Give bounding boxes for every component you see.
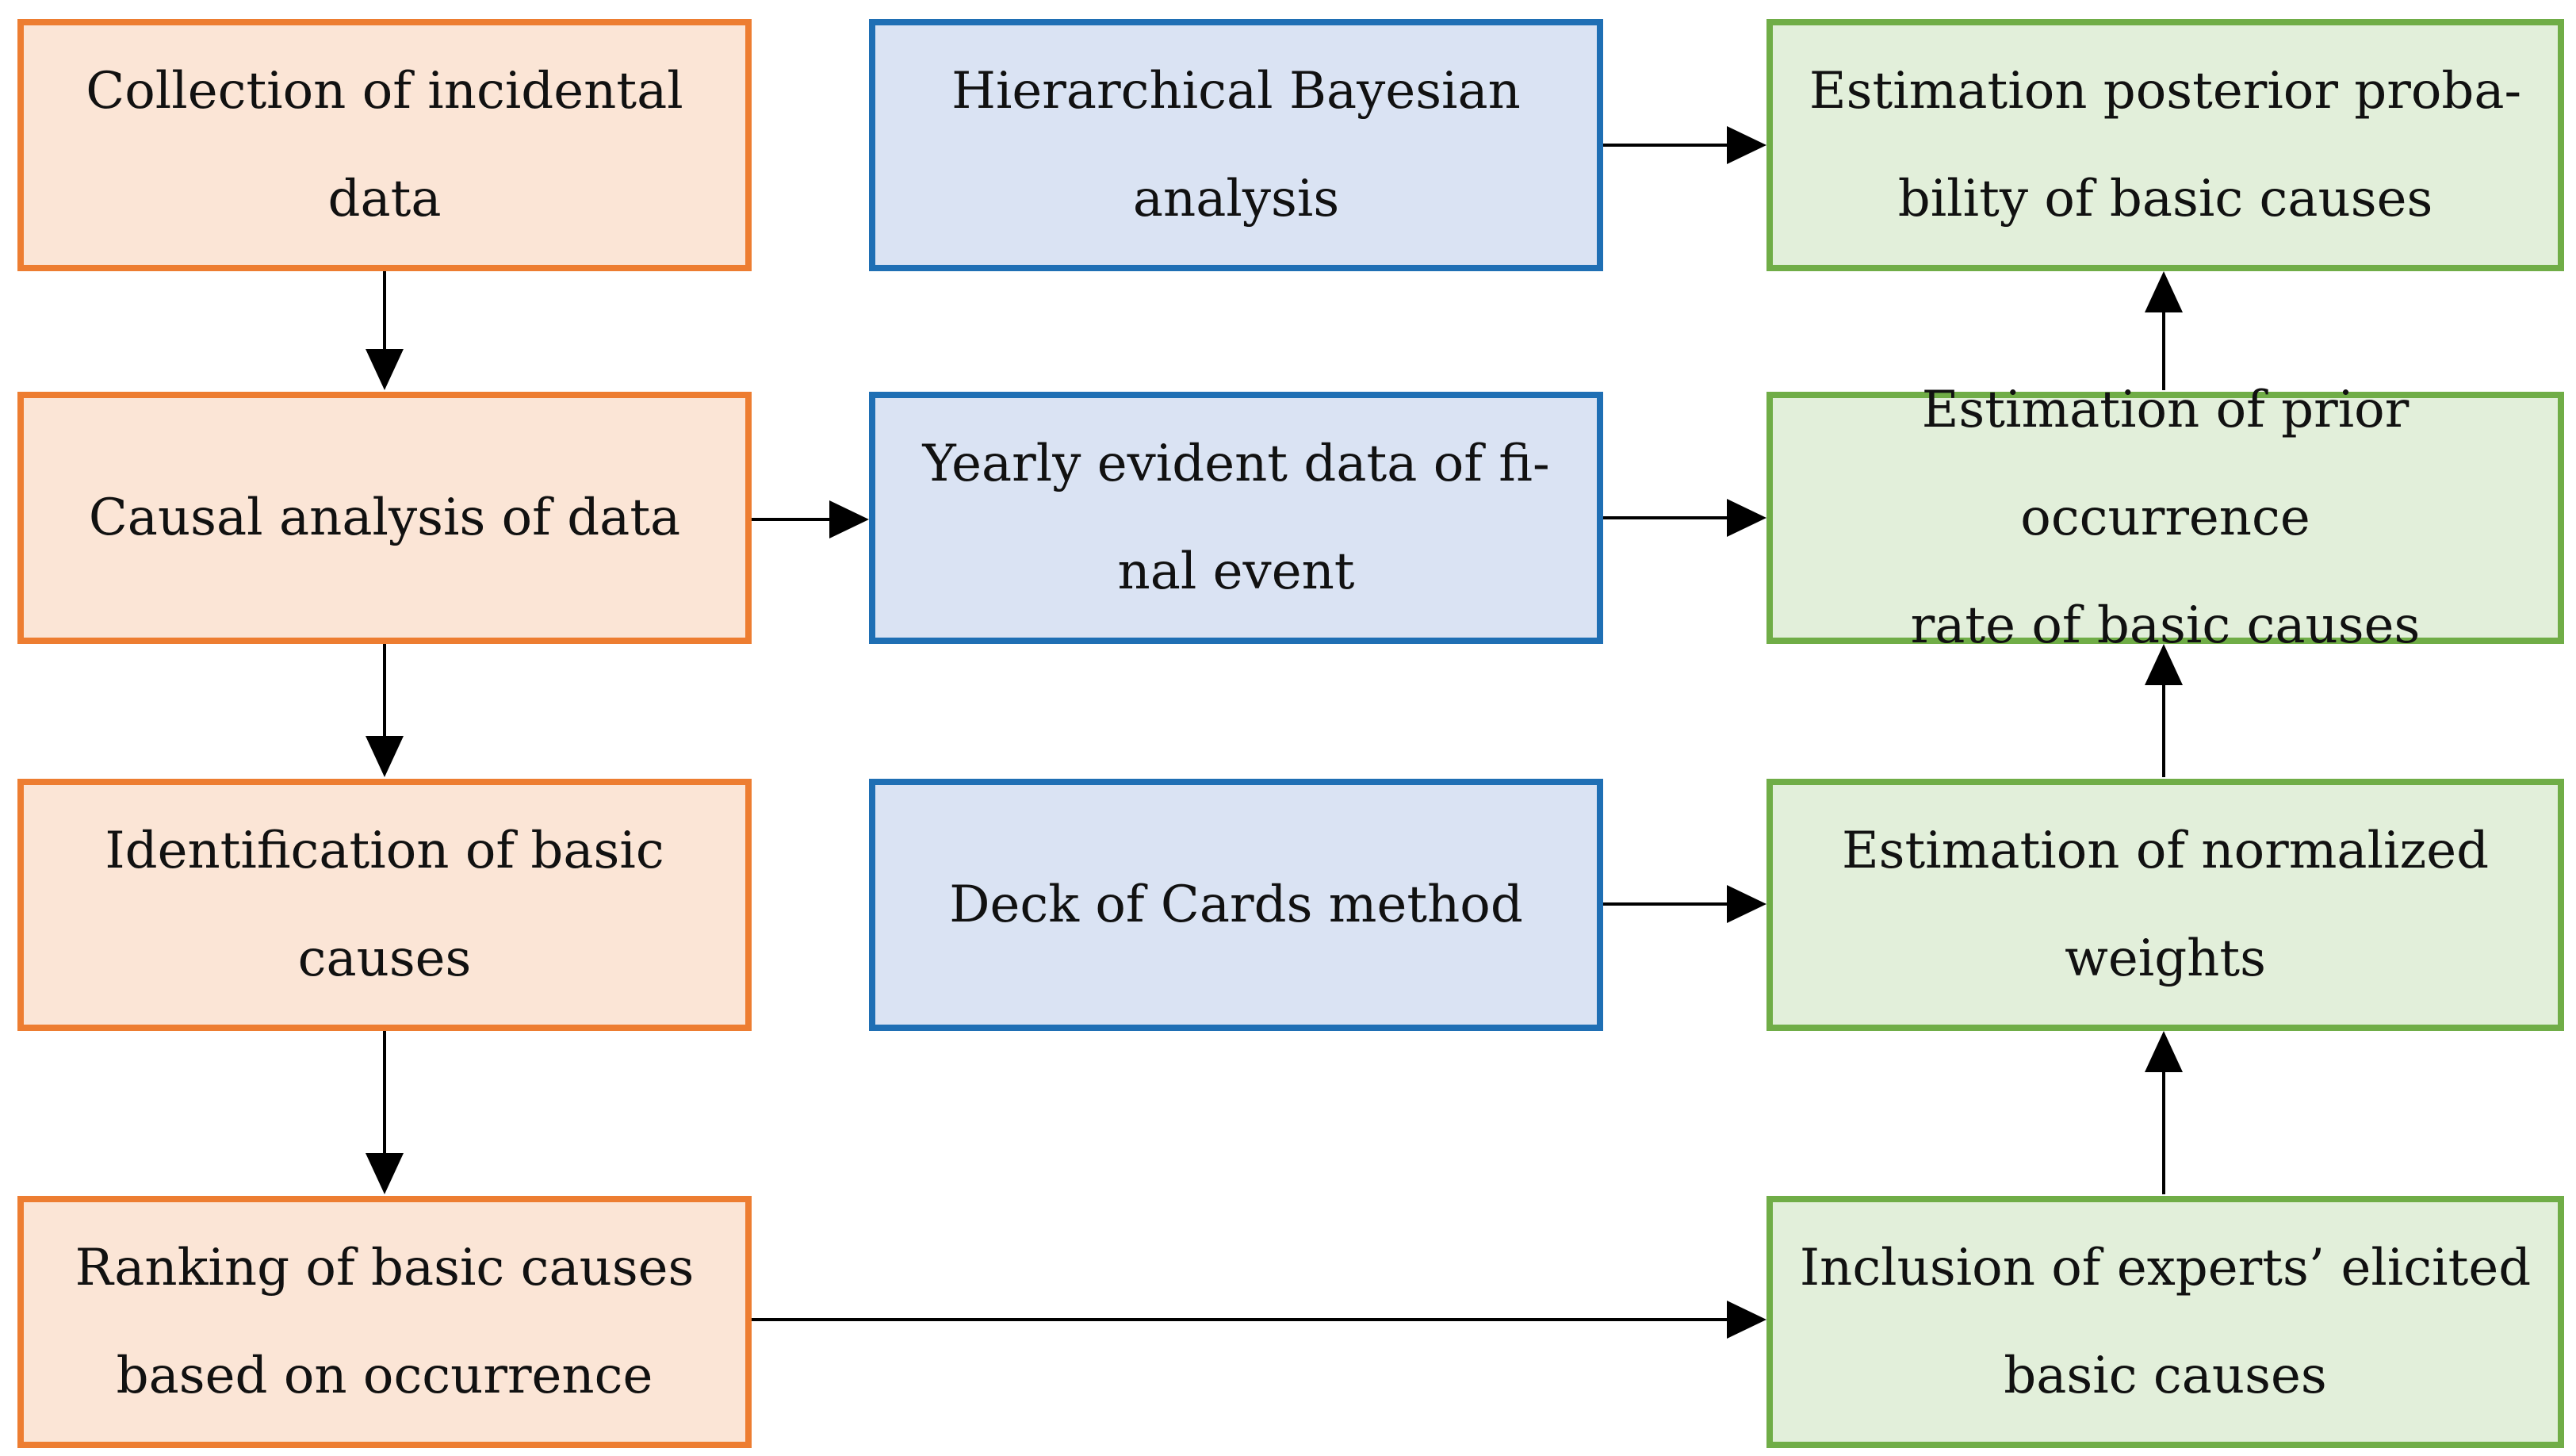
box-estimation-normalized-weights: Estimation of normalized weights <box>1766 779 2564 1031</box>
box-label: Identification of basic causes <box>105 822 664 988</box>
arrowhead-collection-to-causal <box>366 349 404 390</box>
arrowhead-causal-to-identification <box>366 736 404 777</box>
arrowhead-prior-to-posterior <box>2145 271 2183 312</box>
box-deck-of-cards-method: Deck of Cards method <box>869 779 1603 1031</box>
box-inclusion-experts-elicited-causes: Inclusion of experts’ elicited basic cau… <box>1766 1196 2564 1448</box>
box-identification-of-basic-causes: Identification of basic causes <box>17 779 752 1031</box>
arrowhead-ranking-to-inclusion <box>1727 1301 1766 1339</box>
box-estimation-posterior-probability: Estimation posterior proba- bility of ba… <box>1766 19 2564 271</box>
box-estimation-prior-occurrence-rate: Estimation of prior occurrence rate of b… <box>1766 381 2564 655</box>
box-label: Collection of incidental data <box>86 62 683 228</box>
box-label: Ranking of basic causes based on occurre… <box>75 1239 695 1405</box>
box-label: Estimation posterior proba- bility of ba… <box>1809 62 2522 228</box>
box-label: Estimation of normalized weights <box>1841 822 2490 988</box>
arrowhead-hierarchical-to-posterior <box>1727 126 1766 164</box>
box-label: Causal analysis of data <box>88 489 681 547</box>
arrowhead-yearly-to-prior <box>1727 499 1766 537</box>
box-label: Inclusion of experts’ elicited basic cau… <box>1799 1239 2532 1405</box>
box-causal-analysis-of-data: Causal analysis of data <box>17 392 752 644</box>
box-label: Deck of Cards method <box>949 876 1523 934</box>
arrowhead-causal-to-yearly <box>829 500 869 538</box>
arrowhead-deck-to-weights <box>1727 885 1766 923</box>
box-label: Yearly evident data of fi- nal event <box>922 435 1550 601</box>
box-ranking-of-basic-causes: Ranking of basic causes based on occurre… <box>17 1196 752 1448</box>
box-yearly-evident-data: Yearly evident data of fi- nal event <box>869 392 1603 644</box>
arrowhead-identification-to-ranking <box>366 1153 404 1194</box>
box-label: Estimation of prior occurrence rate of b… <box>1910 381 2421 655</box>
box-hierarchical-bayesian-analysis: Hierarchical Bayesian analysis <box>869 19 1603 271</box>
arrowhead-inclusion-to-weights <box>2145 1031 2183 1072</box>
box-label: Hierarchical Bayesian analysis <box>951 62 1521 228</box>
box-collection-of-incidental-data: Collection of incidental data <box>17 19 752 271</box>
